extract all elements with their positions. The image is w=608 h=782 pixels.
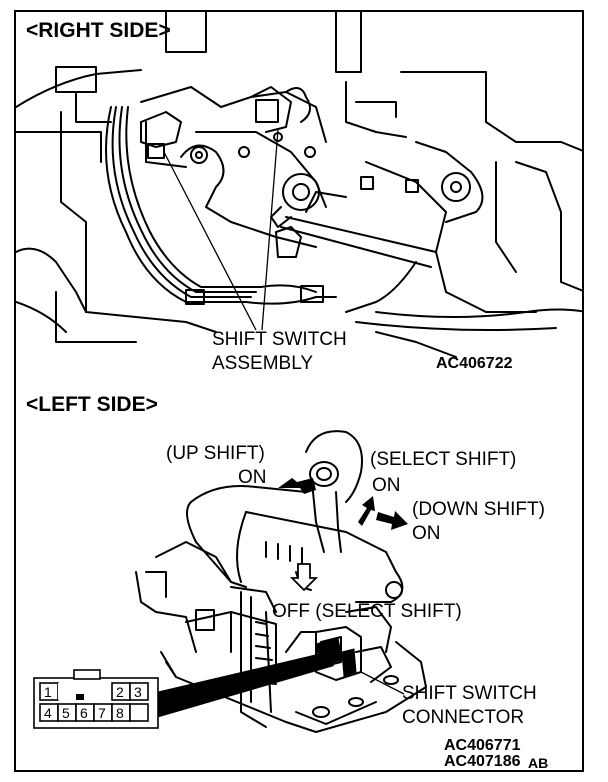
direction-arrows [278,478,408,530]
pin-number: 5 [62,705,70,721]
shift-switch-assembly-label-1: SHIFT SWITCH [212,329,347,350]
select-shift-on-label: ON [372,475,401,496]
pin-number: 8 [116,705,124,721]
connector-callout-wedge [156,652,334,718]
off-select-shift-label: OFF (SELECT SHIFT) [272,601,462,622]
connector-pin-diagram [33,669,159,729]
select-shift-arrow [358,496,375,526]
pin-number: 7 [98,705,106,721]
pin-number: 3 [134,684,142,700]
right-side-title: <RIGHT SIDE> [26,19,171,42]
shift-switch-connector-label-2: CONNECTOR [402,707,525,728]
right-side-illustration [16,12,582,358]
pin-number: 2 [116,684,124,700]
connector-leader-line [360,671,405,695]
off-select-arrow [289,563,319,592]
left-figure-suffix: AB [528,755,549,771]
assembly-leader-lines [163,129,279,331]
left-figure-code-1: AC406771 [444,737,521,754]
up-shift-on-label: ON [238,467,267,488]
down-shift-arrow [376,511,408,530]
down-shift-on-label: ON [412,523,441,544]
left-side-title: <LEFT SIDE> [26,393,158,416]
up-shift-label: (UP SHIFT) [166,443,265,464]
diagram-artwork [16,12,582,733]
down-shift-label: (DOWN SHIFT) [412,499,545,520]
pin-number: 1 [44,684,52,700]
shift-switch-assembly-label-2: ASSEMBLY [212,353,314,374]
pin-number: 4 [44,705,52,721]
shift-switch-connector-label-1: SHIFT SWITCH [402,683,537,704]
left-side-illustration [135,430,427,733]
pin-number: 6 [80,705,88,721]
up-shift-arrow [278,478,316,494]
diagram-frame: <RIGHT SIDE> SHIFT SWITCH ASSEMBLY AC406… [14,10,584,772]
left-figure-code-2: AC407186 [444,753,521,770]
select-shift-label: (SELECT SHIFT) [370,449,517,470]
connector-latch [76,694,84,700]
right-figure-code: AC406722 [436,355,513,372]
